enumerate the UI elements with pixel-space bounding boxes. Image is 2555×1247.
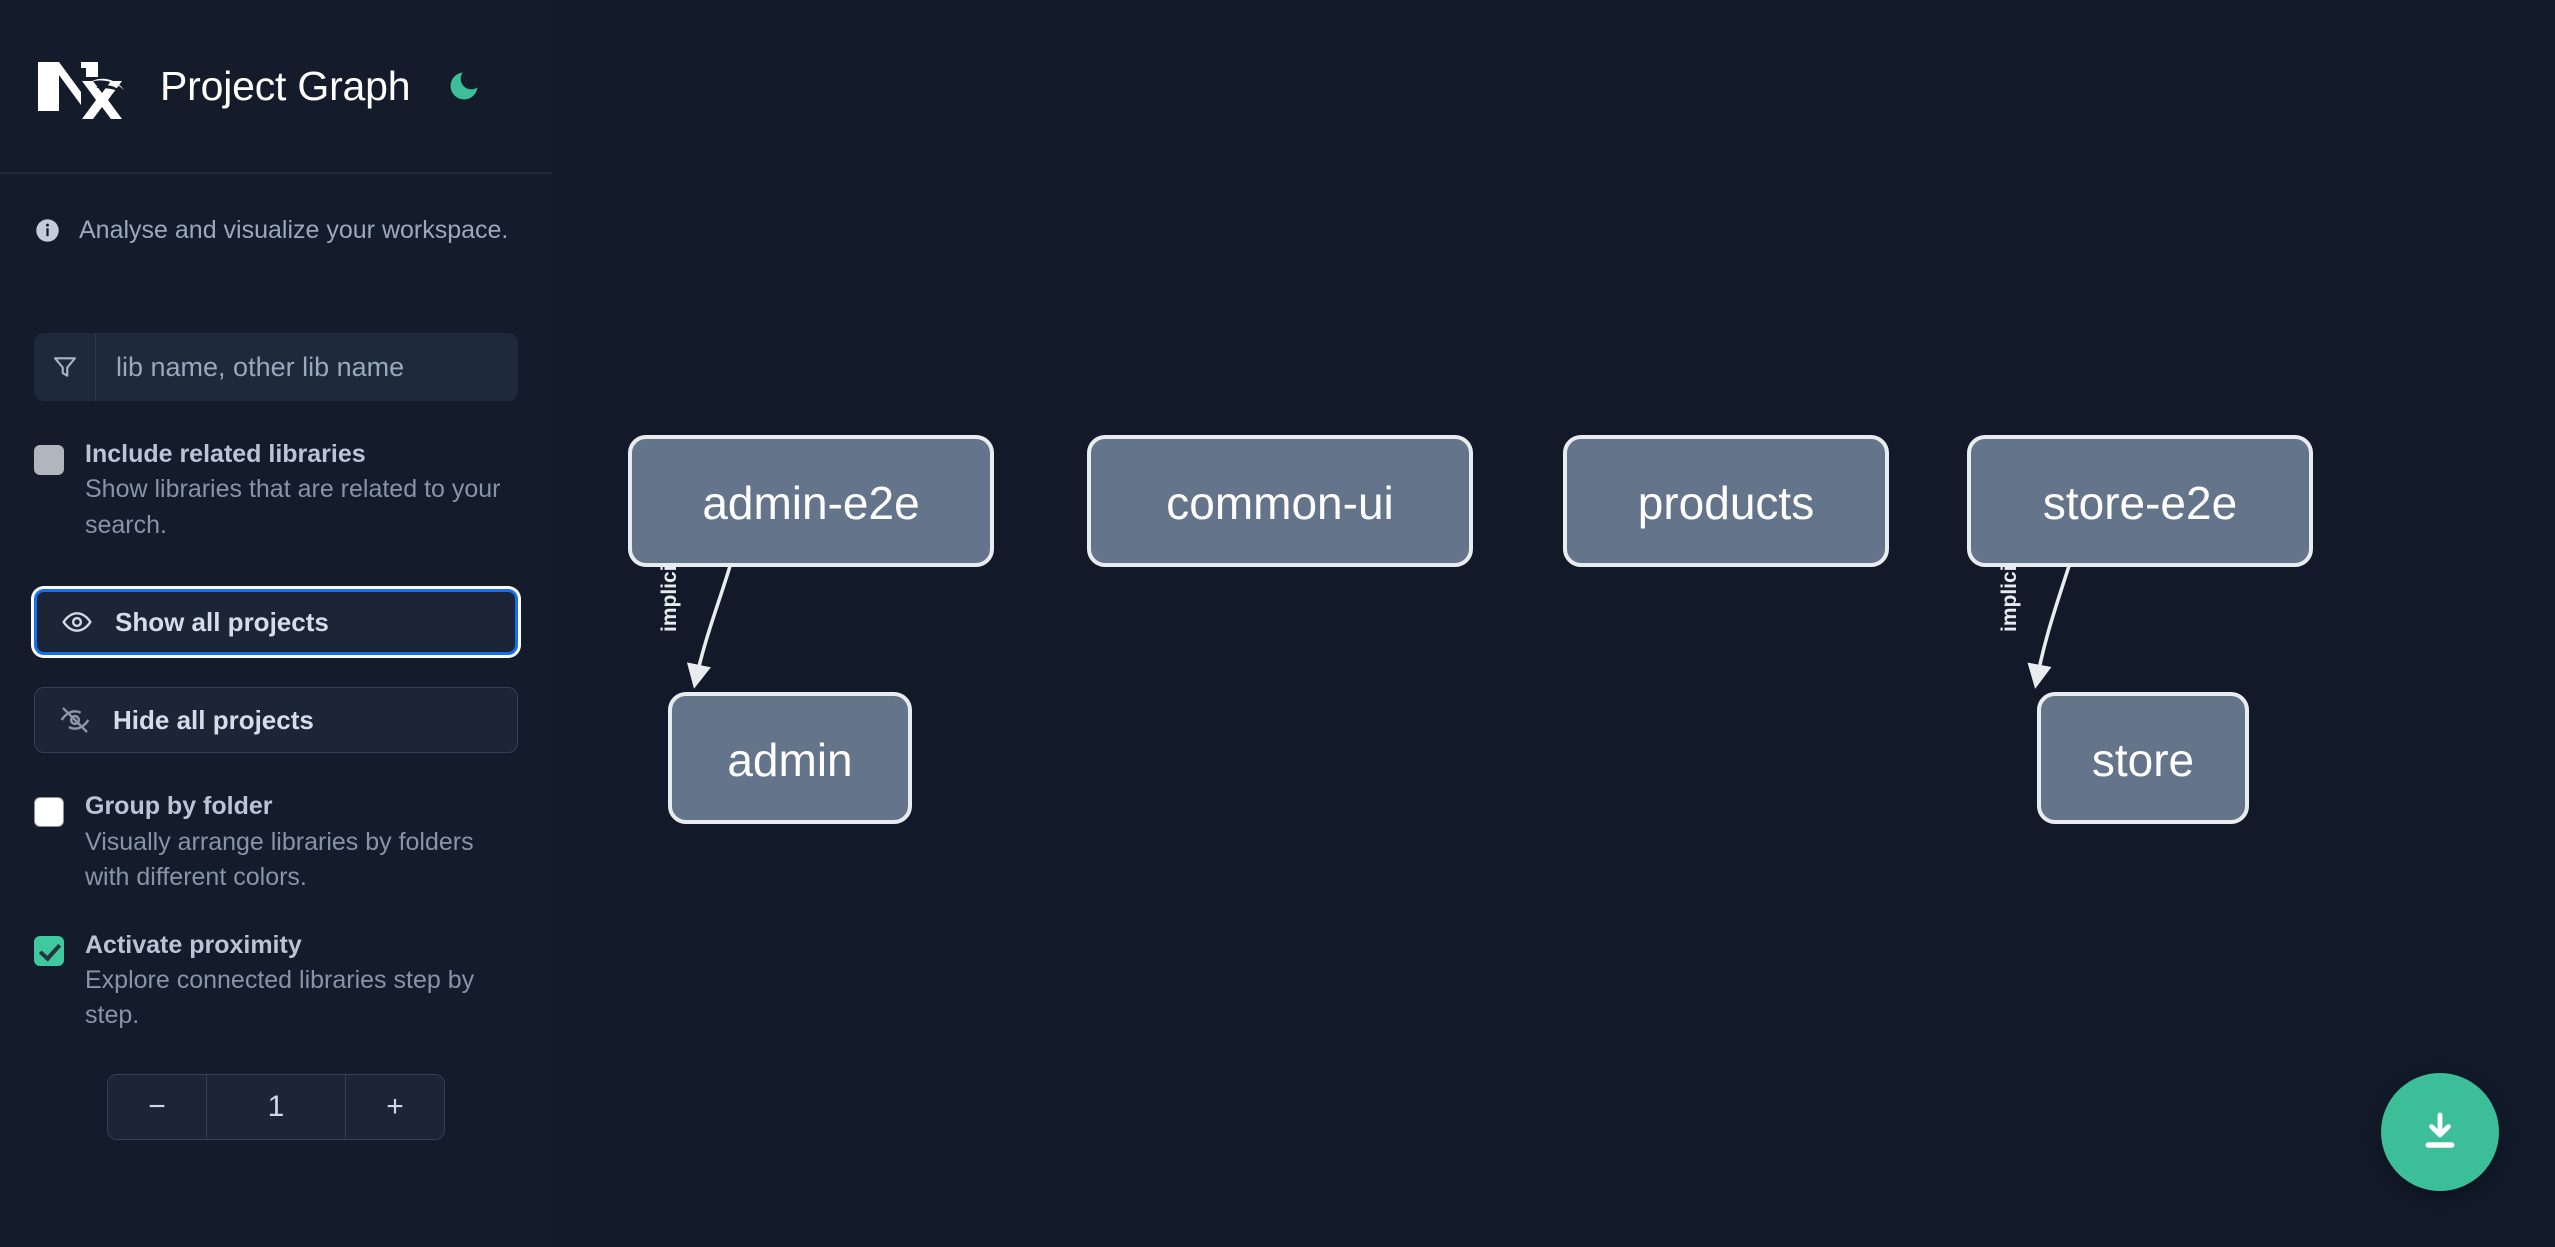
proximity-value: 1 [206, 1074, 346, 1139]
search-input[interactable] [96, 333, 518, 401]
option-group-by-folder[interactable]: Group by folder Visually arrange librari… [34, 791, 518, 895]
proximity-increment-button[interactable]: + [346, 1074, 444, 1139]
info-icon [34, 217, 61, 244]
include-related-libraries-label: Include related libraries [85, 440, 366, 468]
sidebar-header: Project Graph [0, 0, 552, 174]
download-icon [2416, 1108, 2464, 1156]
graph-node-admin-e2e[interactable]: admin-e2e [628, 435, 994, 567]
graph-node-admin-e2e-label: admin-e2e [702, 477, 919, 529]
sidebar: Project Graph Analyse and visualize your… [0, 0, 552, 1247]
hide-all-projects-button[interactable]: Hide all projects [34, 687, 518, 754]
moon-icon[interactable] [440, 62, 488, 110]
graph-node-common-ui[interactable]: common-ui [1087, 435, 1473, 567]
show-all-projects-label: Show all projects [115, 606, 329, 637]
project-graph-svg[interactable]: implicit implicit admin-e2e common-ui [552, 0, 2555, 1247]
graph-node-admin-label: admin [727, 734, 852, 786]
sidebar-body: Analyse and visualize your workspace. In… [0, 216, 552, 1140]
eye-icon [61, 606, 93, 638]
graph-node-store-e2e[interactable]: store-e2e [1967, 435, 2313, 567]
graph-node-common-ui-label: common-ui [1166, 477, 1394, 529]
option-include-related-libraries[interactable]: Include related libraries Show libraries… [34, 439, 518, 543]
funnel-filter-icon [34, 333, 96, 401]
edge-admin-e2e-to-admin[interactable]: implicit [658, 558, 732, 689]
group-by-folder-description: Visually arrange libraries by folders wi… [85, 827, 474, 892]
graph-node-store-label: store [2092, 734, 2194, 786]
proximity-stepper: − 1 + [107, 1073, 445, 1140]
activate-proximity-label: Activate proximity [85, 930, 302, 959]
edge-label-implicit-admin: implicit [658, 558, 681, 632]
sidebar-tagline-text: Analyse and visualize your workspace. [79, 216, 509, 244]
graph-canvas[interactable]: implicit implicit admin-e2e common-ui [552, 0, 2555, 1247]
proximity-decrement-button[interactable]: − [108, 1074, 206, 1139]
download-graph-button[interactable] [2381, 1073, 2499, 1191]
group-by-folder-label: Group by folder [85, 792, 273, 821]
proximity-stepper-wrap: − 1 + [34, 1073, 518, 1140]
activate-proximity-description: Explore connected libraries step by step… [85, 965, 475, 1030]
project-visibility-buttons: Show all projects Hide all projects [34, 589, 518, 754]
activate-proximity-checkbox[interactable] [34, 935, 64, 966]
show-all-projects-button[interactable]: Show all projects [34, 589, 518, 656]
graph-node-store-e2e-label: store-e2e [2043, 477, 2237, 529]
group-by-folder-checkbox[interactable] [34, 797, 64, 828]
sidebar-tagline: Analyse and visualize your workspace. [34, 216, 518, 245]
option-activate-proximity[interactable]: Activate proximity Explore connected lib… [34, 930, 518, 1034]
graph-nodes: admin-e2e common-ui products store-e2e a… [628, 435, 2313, 824]
graph-edges: implicit implicit [658, 558, 2071, 689]
include-related-libraries-checkbox[interactable] [34, 445, 64, 475]
graph-node-products[interactable]: products [1563, 435, 1889, 567]
graph-node-admin[interactable]: admin [668, 692, 912, 824]
edge-label-implicit-store: implicit [1998, 558, 2021, 632]
graph-node-store[interactable]: store [2037, 692, 2249, 824]
page-title: Project Graph [160, 62, 411, 109]
hide-all-projects-label: Hide all projects [113, 704, 314, 735]
eye-off-icon [59, 704, 91, 736]
nx-logo-icon [34, 52, 126, 120]
graph-node-products-label: products [1638, 477, 1814, 529]
include-related-libraries-description: Show libraries that are related to your … [85, 475, 501, 539]
filter-search-box[interactable] [34, 333, 518, 401]
edge-store-e2e-to-store[interactable]: implicit [1998, 558, 2071, 689]
